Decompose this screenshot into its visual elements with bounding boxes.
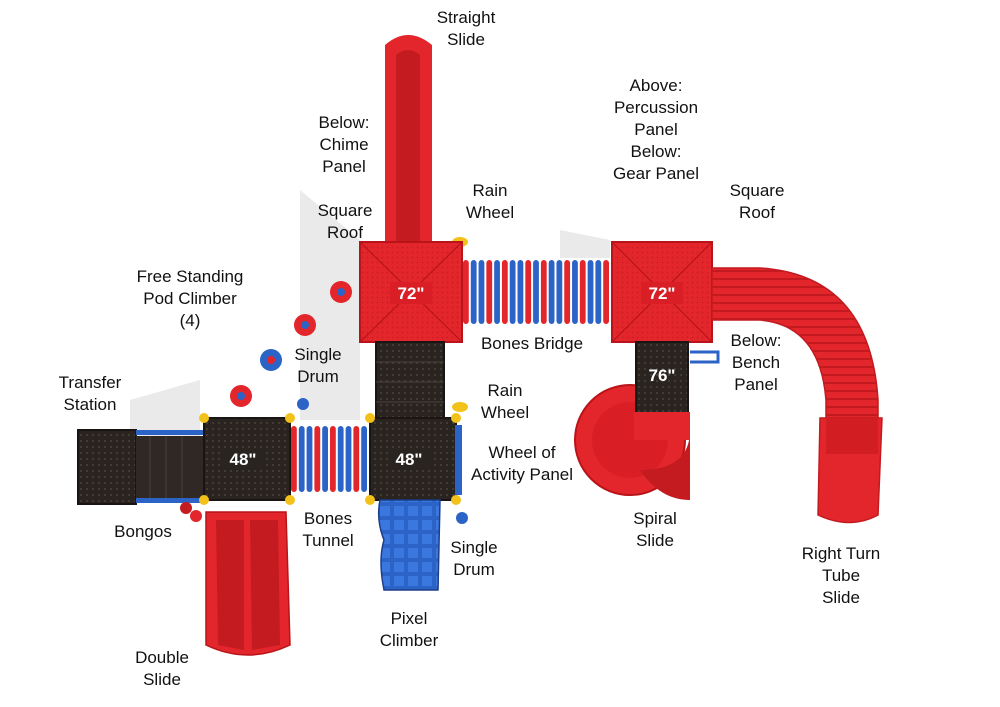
label-bones-bridge: Bones Bridge	[480, 334, 584, 353]
bone-slat	[463, 260, 469, 324]
bone-slat	[540, 260, 547, 324]
double-slide	[205, 511, 291, 656]
bongos	[180, 502, 202, 522]
single-drums	[297, 398, 468, 524]
bone-slat	[603, 260, 609, 324]
bone-slat	[486, 260, 493, 324]
bone-slat	[501, 260, 508, 324]
bone-slat	[345, 426, 352, 492]
bone-slat	[556, 260, 563, 324]
deck-76: 76"	[634, 341, 690, 440]
bone-slat	[548, 260, 555, 324]
bone-slat	[525, 260, 532, 324]
bone-slat	[595, 260, 602, 324]
deck-48-mid: 48"	[369, 417, 457, 501]
bench-panel	[690, 350, 720, 364]
bone-slat	[361, 426, 367, 492]
bone-slat	[337, 426, 344, 492]
bone-slat	[572, 260, 578, 324]
deck-height-label: 72"	[649, 284, 676, 303]
bone-slat	[517, 260, 524, 324]
bone-slat	[330, 426, 336, 492]
bone-slat	[494, 260, 500, 324]
bones-bridge	[460, 258, 612, 326]
pixel-climber	[377, 499, 441, 591]
bone-slat	[353, 426, 360, 492]
bone-slat	[579, 260, 586, 324]
stair-deck	[375, 341, 445, 421]
rain-wheel-mid	[452, 402, 468, 412]
square-roof-left: 72"	[359, 241, 463, 343]
bone-slat	[533, 260, 539, 324]
bone-slat	[306, 426, 313, 492]
bone-slat	[470, 260, 477, 324]
right-turn-tube-slide	[711, 267, 883, 524]
straight-slide	[385, 35, 432, 245]
pod-climbers	[230, 281, 352, 407]
bone-slat	[298, 426, 305, 492]
corner-posts	[199, 413, 461, 505]
bone-slat	[509, 260, 516, 324]
transfer-station	[77, 429, 204, 505]
deck-height-label: 48"	[230, 450, 257, 469]
bone-slat	[322, 426, 328, 492]
bone-slat	[291, 426, 297, 492]
deck-height-label: 76"	[649, 366, 676, 385]
square-roof-right: 72"	[611, 241, 713, 343]
bone-slat	[587, 260, 594, 324]
deck-height-label: 72"	[398, 284, 425, 303]
bones-tunnel	[288, 424, 370, 494]
bone-slat	[564, 260, 571, 324]
deck-48-left: 48"	[203, 417, 291, 501]
deck-height-label: 48"	[396, 450, 423, 469]
bone-slat	[478, 260, 485, 324]
label-bongos: Bongos	[114, 522, 172, 541]
wheel-of-activity-panel	[455, 425, 462, 495]
bone-slat	[314, 426, 321, 492]
